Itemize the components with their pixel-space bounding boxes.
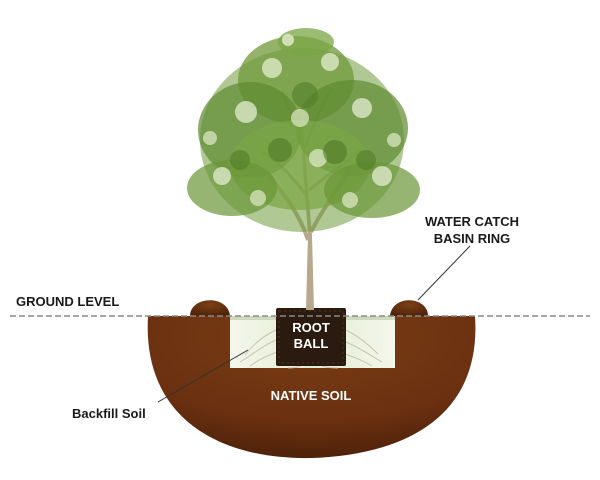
- native-soil-label: NATIVE SOIL: [271, 388, 352, 403]
- root-ball-label-line1: ROOT: [292, 320, 330, 335]
- backfill-soil-label: Backfill Soil: [72, 406, 146, 421]
- water-catch-label-line1: WATER CATCH: [425, 214, 519, 229]
- basin-ring-mound-right: [390, 300, 428, 316]
- tree-foliage: [187, 28, 420, 232]
- water-catch-label-line2: BASIN RING: [434, 231, 511, 246]
- root-ball-label-line2: BALL: [294, 336, 329, 351]
- water-catch-leader-line: [418, 246, 470, 300]
- basin-ring-mound-left: [190, 300, 230, 316]
- ground-level-label: GROUND LEVEL: [16, 294, 119, 309]
